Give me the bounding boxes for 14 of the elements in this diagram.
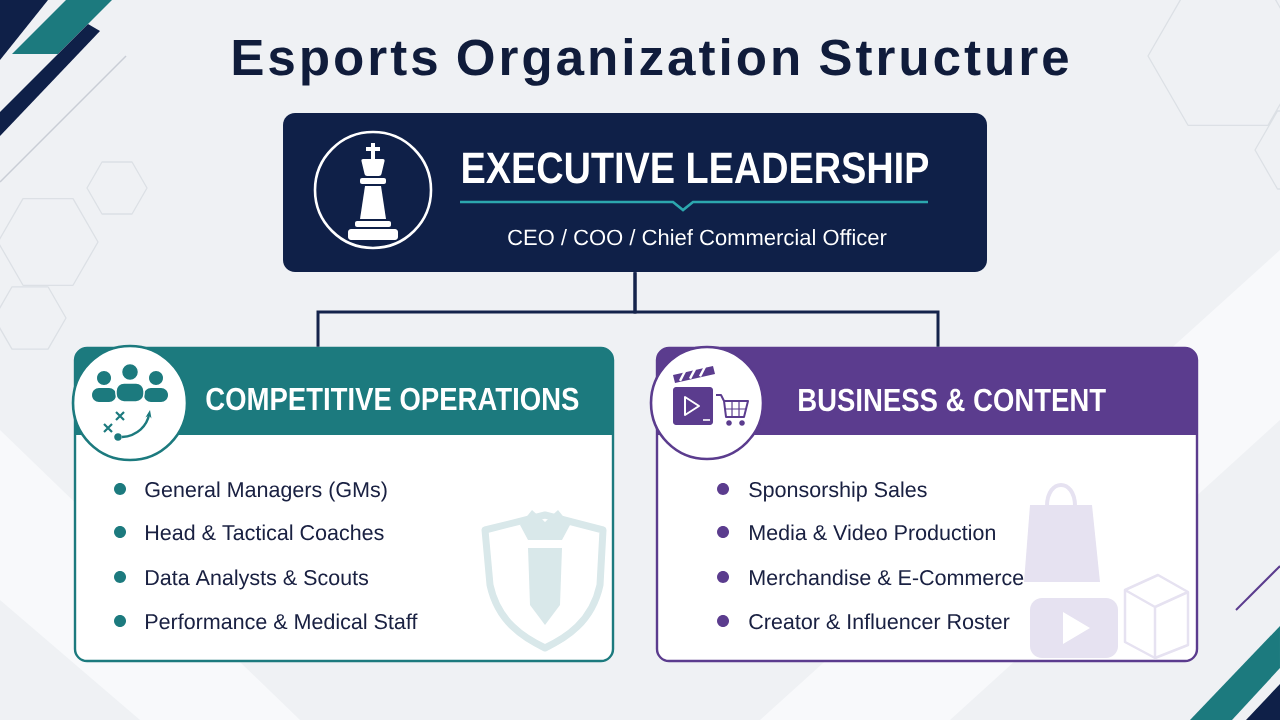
list-item: Merchandise & E-Commerce bbox=[750, 569, 1024, 586]
box-heading: COMPETITIVE OPERATIONS bbox=[206, 387, 579, 411]
list-item: Data Analysts & Scouts bbox=[146, 569, 369, 590]
list-item: Performance & Medical Staff bbox=[146, 613, 418, 630]
box-heading: BUSINESS & CONTENT bbox=[799, 388, 1106, 412]
list-item: Head & Tactical Coaches bbox=[146, 524, 384, 541]
list-item: General Managers (GMs) bbox=[145, 481, 387, 502]
connector-line bbox=[633, 272, 940, 347]
list-item: Creator & Influencer Roster bbox=[749, 613, 1010, 630]
list-item: Sponsorship Sales bbox=[749, 481, 927, 502]
subtitle: CEO / COO / Chief Commercial Officer bbox=[508, 229, 887, 246]
list-item: Media & Video Production bbox=[750, 524, 995, 541]
box-heading: EXECUTIVE LEADERSHIP bbox=[463, 152, 929, 184]
title: Esports Organization Structure bbox=[233, 38, 1068, 86]
